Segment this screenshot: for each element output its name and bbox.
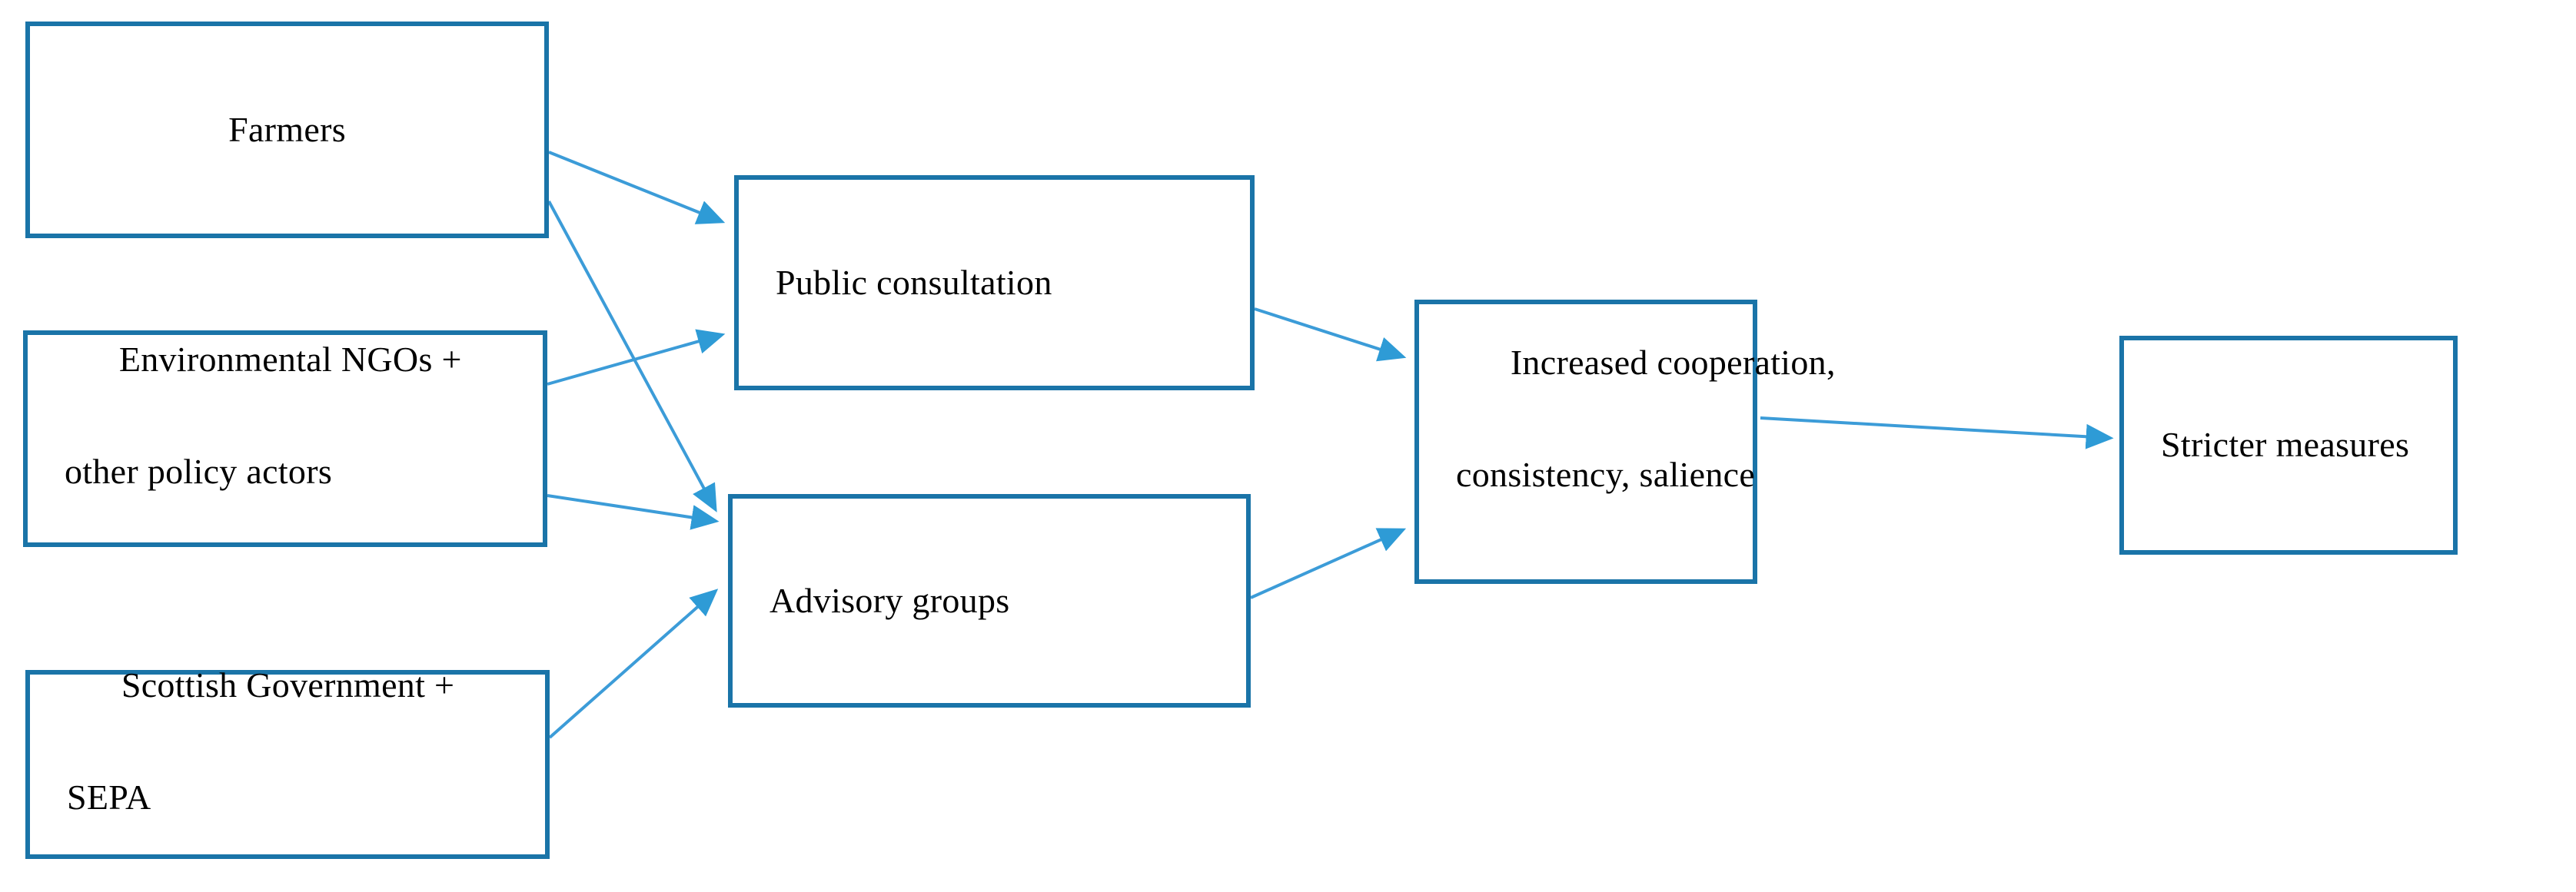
edge-farmers-to-advisory-groups: [547, 201, 717, 512]
node-public-consultation[interactable]: Public consultation: [734, 175, 1255, 390]
edge-scotgov-to-advisory-groups: [548, 589, 719, 739]
node-environmental-ngos[interactable]: Environmental NGOs + other policy actors: [23, 330, 547, 547]
edge-public-consultation-to-increased-cooperation: [1254, 307, 1407, 362]
node-scottish-government-line1: Scottish Government +: [121, 665, 455, 705]
node-environmental-ngos-line1: Environmental NGOs +: [118, 340, 462, 380]
edge-farmers-to-public-consultation: [548, 151, 726, 224]
node-advisory-groups-label: Advisory groups: [769, 580, 1010, 620]
node-scottish-government-label: Scottish Government + SEPA: [30, 618, 545, 892]
edge-advisory-groups-to-increased-cooperation: [1250, 528, 1407, 599]
node-increased-cooperation-line2: consistency, salience: [1456, 455, 1756, 494]
node-environmental-ngos-line2: other policy actors: [65, 452, 333, 491]
node-scottish-government-line2: SEPA: [67, 778, 151, 817]
edge-ngos-to-advisory-groups: [547, 494, 720, 530]
node-increased-cooperation[interactable]: Increased cooperation, consistency, sali…: [1414, 300, 1835, 584]
node-farmers[interactable]: Farmers: [25, 22, 549, 238]
node-scottish-government[interactable]: Scottish Government + SEPA: [25, 665, 550, 859]
edge-ngos-to-public-consultation: [547, 329, 726, 386]
node-increased-cooperation-line1: Increased cooperation,: [1510, 343, 1836, 383]
node-environmental-ngos-label: Environmental NGOs + other policy actors: [28, 292, 543, 585]
node-public-consultation-label: Public consultation: [776, 262, 1052, 302]
node-stricter-measures-label: Stricter measures: [2161, 425, 2410, 465]
node-advisory-groups[interactable]: Advisory groups: [728, 494, 1251, 708]
node-stricter-measures[interactable]: Stricter measures: [2119, 336, 2458, 555]
edge-increased-cooperation-to-stricter-measures: [1760, 416, 2114, 449]
node-farmers-label: Farmers: [228, 109, 346, 149]
node-increased-cooperation-label: Increased cooperation, consistency, sali…: [1419, 295, 1835, 588]
